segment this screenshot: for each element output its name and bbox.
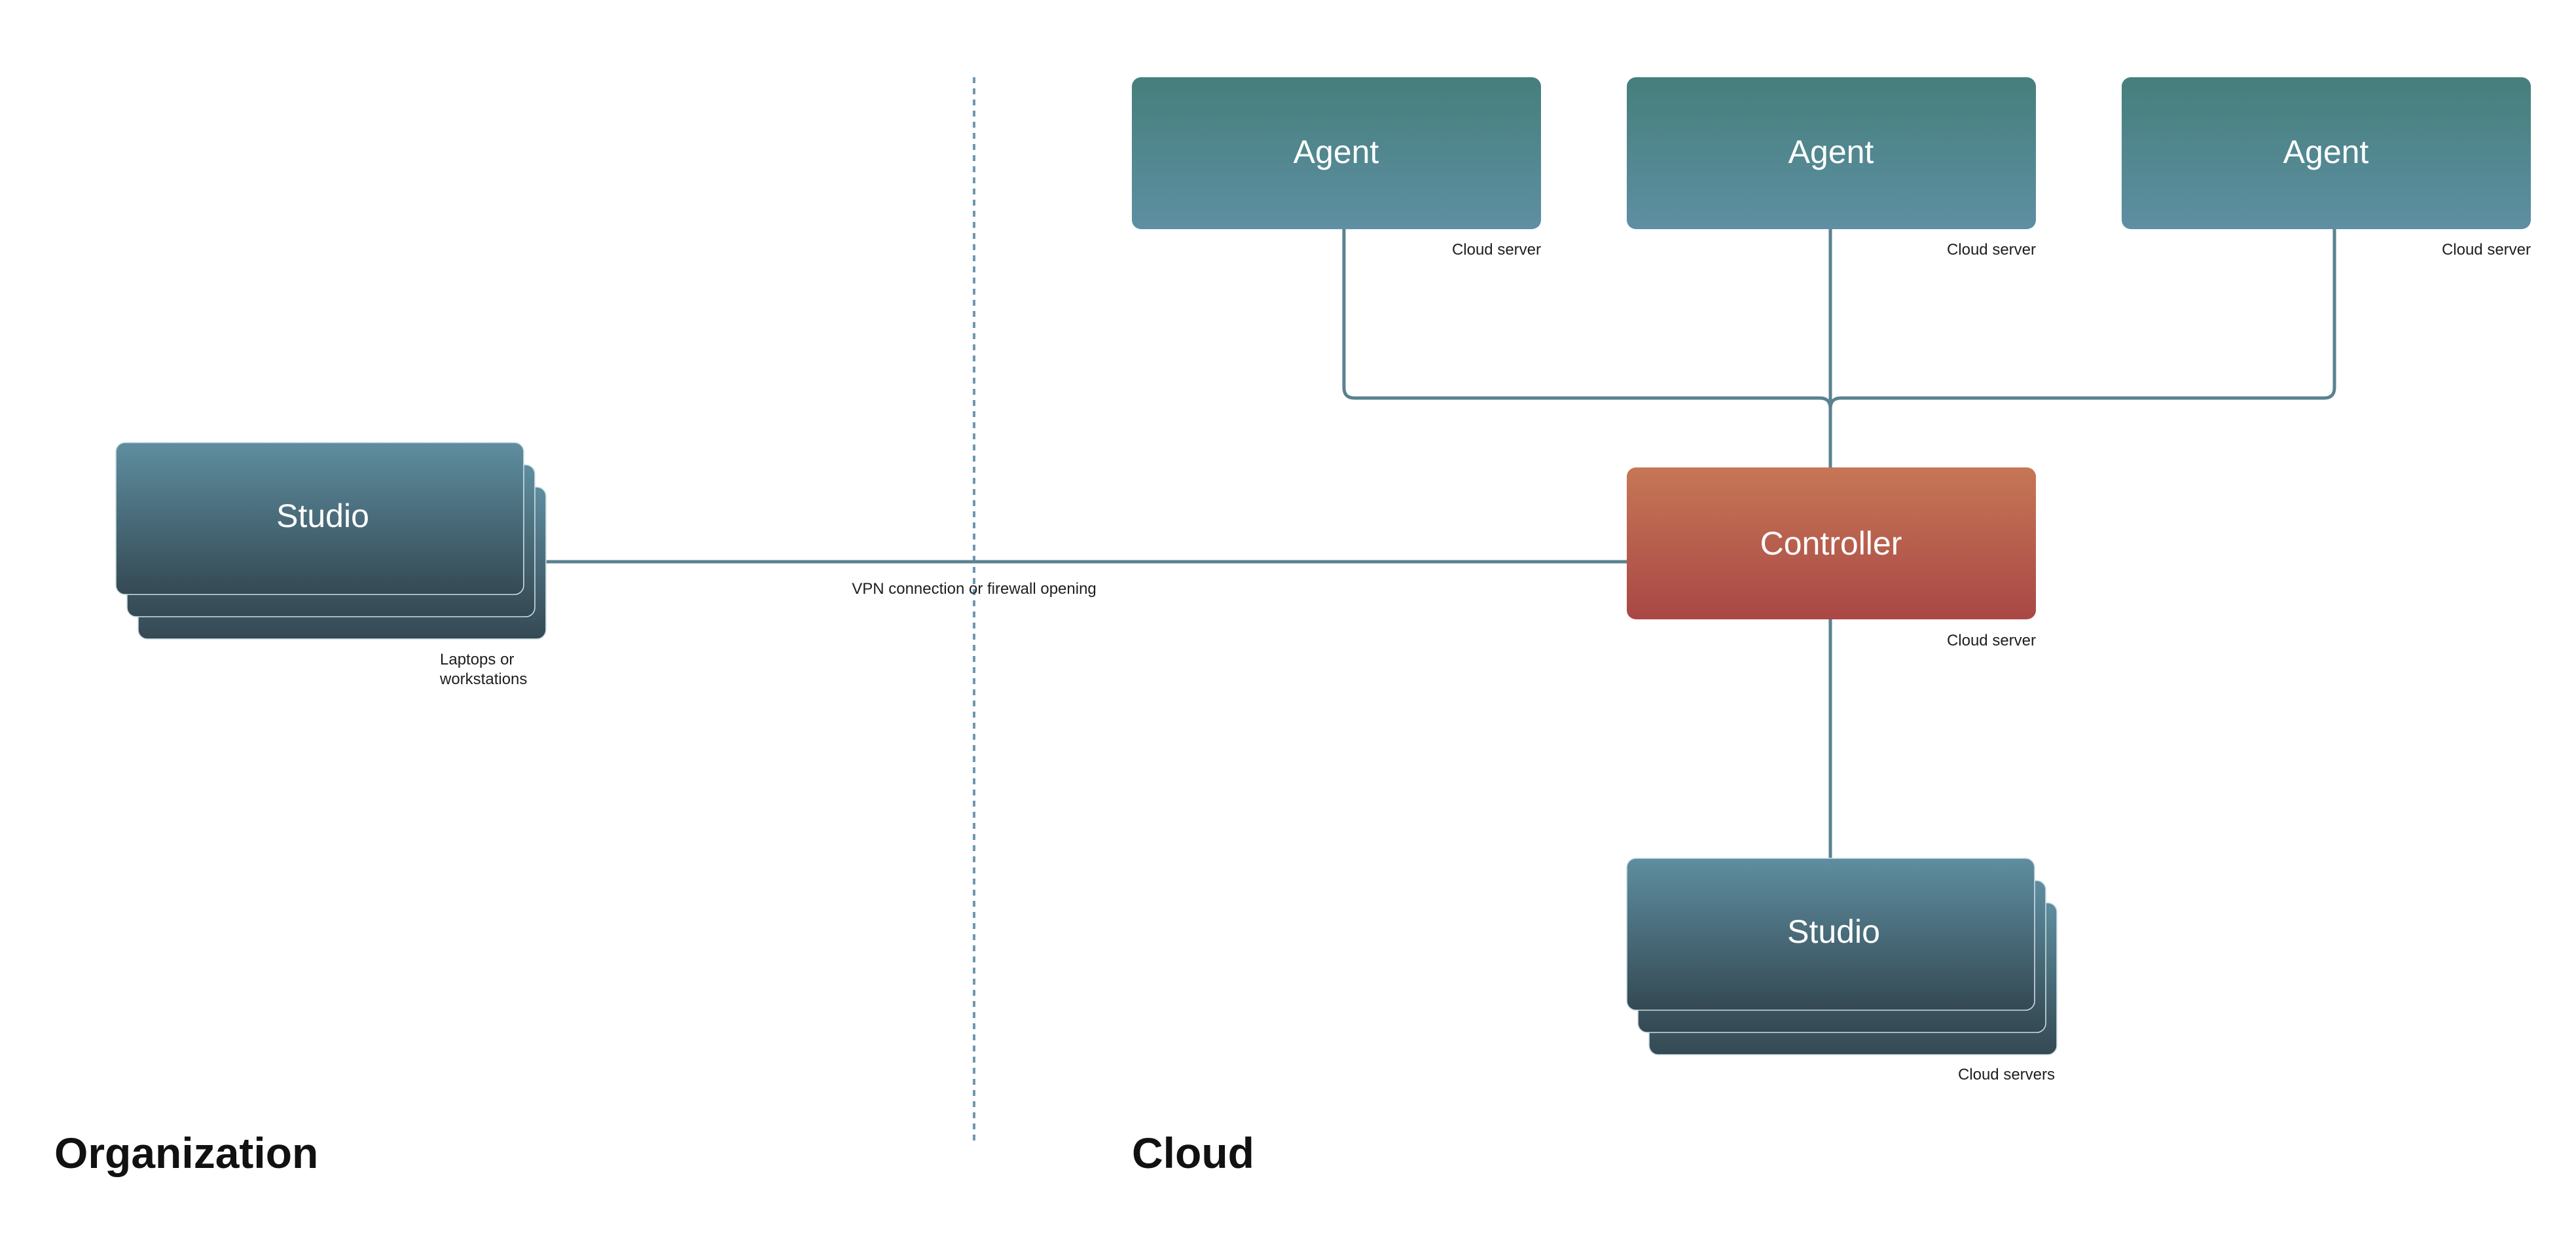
- studio-stack-cloud[interactable]: Studio: [1626, 858, 2058, 1055]
- agent-1-caption: Cloud server: [1452, 241, 1541, 259]
- connector-lines: [546, 229, 2336, 859]
- studio-stack-organization[interactable]: Studio: [115, 442, 547, 640]
- controller-label: Controller: [1760, 525, 1902, 562]
- studio-org-caption-line-1: Laptops or: [440, 651, 514, 668]
- agent-3-label: Agent: [2283, 134, 2369, 170]
- studio-org-caption-line-2: workstations: [439, 670, 527, 688]
- agent-node-1[interactable]: Agent: [1132, 77, 1541, 229]
- agent-2-caption: Cloud server: [1947, 241, 2036, 259]
- agent-node-2[interactable]: Agent: [1627, 77, 2036, 229]
- agent-node-3[interactable]: Agent: [2122, 77, 2531, 229]
- agent-3-link: [1828, 229, 2336, 409]
- region-title-cloud: Cloud: [1132, 1129, 1254, 1177]
- vpn-connection-label: VPN connection or firewall opening: [852, 580, 1097, 598]
- studio-cloud-label: Studio: [1787, 913, 1880, 950]
- agent-1-label: Agent: [1294, 134, 1379, 170]
- agent-2-label: Agent: [1788, 134, 1874, 170]
- studio-org-caption: Laptops or workstations: [439, 651, 527, 688]
- agent-3-caption: Cloud server: [2442, 241, 2531, 259]
- controller-caption: Cloud server: [1947, 632, 2036, 649]
- studio-org-label: Studio: [276, 498, 369, 534]
- studio-cloud-caption: Cloud servers: [1958, 1066, 2055, 1084]
- region-title-organization: Organization: [54, 1129, 318, 1177]
- agent-1-link: [1342, 229, 1832, 409]
- controller-node[interactable]: Controller: [1627, 467, 2036, 619]
